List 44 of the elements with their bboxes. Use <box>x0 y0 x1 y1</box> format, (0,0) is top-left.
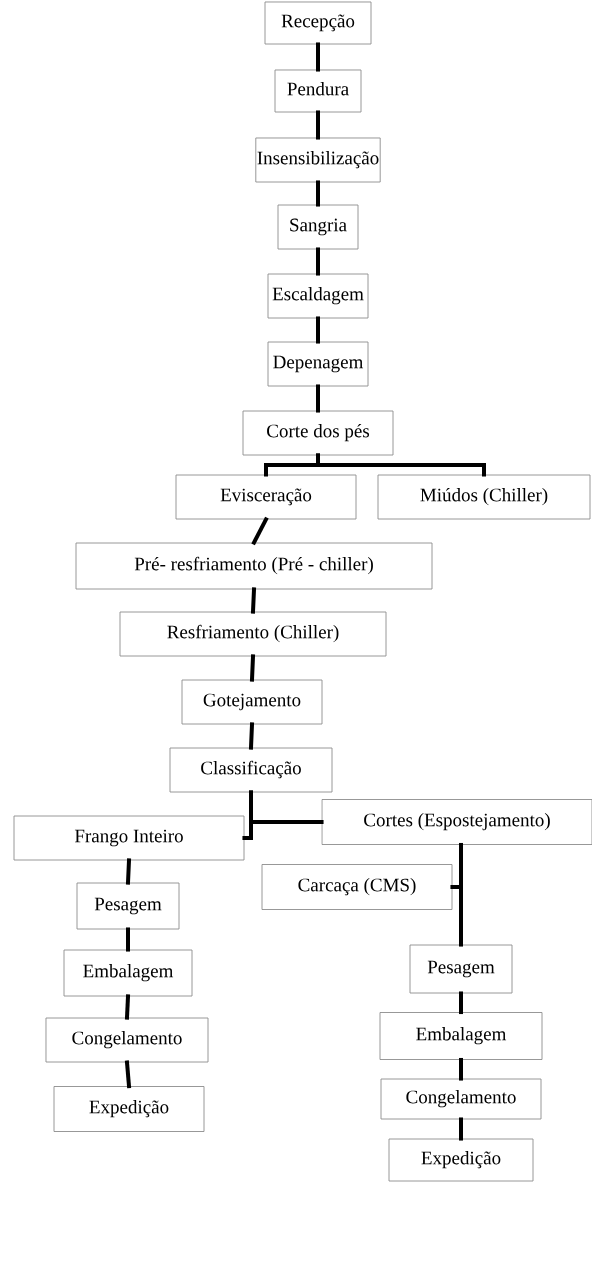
process-box: Cortes (Espostejamento) <box>321 799 592 845</box>
process-box: Evisceração <box>175 474 357 520</box>
connector-line <box>126 927 130 952</box>
connector-line <box>126 858 131 885</box>
connector-line <box>316 247 320 276</box>
process-box: Pendura <box>274 69 362 113</box>
process-box: Corte dos pés <box>242 410 394 456</box>
connector-line <box>249 722 254 750</box>
connector-line <box>249 790 324 824</box>
process-box: Expedição <box>53 1086 205 1132</box>
process-box: Embalagem <box>379 1012 543 1060</box>
process-box: Embalagem <box>63 949 193 997</box>
process-box: Pesagem <box>409 944 513 994</box>
process-box: Pré- resfriamento (Pré - chiller) <box>75 542 433 590</box>
process-box: Carcaça (CMS) <box>261 864 453 910</box>
process-box: Congelamento <box>45 1017 209 1063</box>
process-box: Resfriamento (Chiller) <box>119 611 387 657</box>
connector-line <box>316 453 486 477</box>
connector-line <box>125 994 130 1020</box>
process-box: Sangria <box>277 204 359 250</box>
connector-line <box>316 180 320 207</box>
connector-line <box>459 991 463 1015</box>
connector-line <box>459 1117 463 1141</box>
connector-line <box>252 517 268 545</box>
connector-line <box>459 1057 463 1081</box>
connector-line <box>251 587 256 614</box>
process-box: Gotejamento <box>181 679 323 725</box>
connector-line <box>316 42 320 72</box>
process-box: Recepção <box>264 1 372 45</box>
process-box: Depenagem <box>267 341 369 387</box>
connector-line <box>316 316 320 344</box>
connector-line <box>316 110 320 140</box>
process-box: Expedição <box>388 1138 534 1182</box>
process-box: Insensibilização <box>255 137 381 183</box>
connector-line <box>250 654 255 682</box>
connector-line <box>125 1060 131 1089</box>
process-box: Miúdos (Chiller) <box>377 474 591 520</box>
process-box: Pesagem <box>76 882 180 930</box>
process-box: Escaldagem <box>267 273 369 319</box>
connector-line <box>316 384 320 413</box>
process-box: Frango Inteiro <box>13 815 245 861</box>
connector-line <box>459 842 463 947</box>
process-box: Congelamento <box>380 1078 542 1120</box>
process-box: Classificação <box>169 747 333 793</box>
